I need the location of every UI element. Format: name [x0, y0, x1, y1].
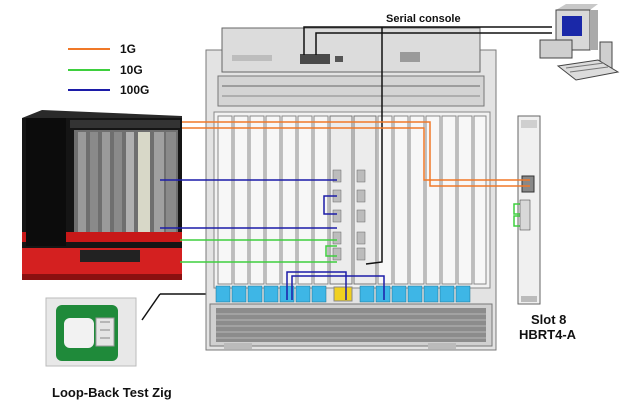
loopback-pointer-line	[141, 293, 161, 321]
slot8-10g-loop-1	[513, 203, 522, 215]
bottom-ports-row	[215, 285, 471, 303]
slot8-label: Slot 8	[531, 312, 567, 327]
legend-label-100g: 100G	[120, 83, 150, 97]
loopback-label: Loop-Back Test Zig	[52, 385, 172, 400]
line-card-slots	[217, 115, 487, 285]
slot8-10g-loop-2	[513, 215, 522, 227]
link-100g-loop	[323, 195, 337, 215]
traffic-tester-chassis	[22, 110, 182, 280]
serial-console-drop	[365, 27, 383, 265]
slot8-10g-ports	[519, 199, 531, 231]
serial-console-cable	[303, 26, 552, 55]
chassis-grille	[209, 303, 493, 349]
pc-computer-image	[539, 4, 620, 81]
legend-label-1g: 1G	[120, 42, 137, 56]
serial-console-label: Serial console	[386, 13, 461, 25]
serial-console-cable-2	[315, 32, 552, 55]
link-100g-bottom-loop	[286, 271, 347, 300]
warning-label	[333, 286, 353, 302]
slot8-card-name: HBRT4-A	[519, 327, 577, 342]
legend-label-10g: 10G	[120, 63, 143, 77]
loopback-test-zig-image	[45, 297, 137, 367]
link-1g-b	[182, 127, 530, 181]
link-10g-loop	[325, 245, 337, 257]
link-100g-bottom-loop-2	[291, 275, 385, 300]
link-1g-a	[182, 121, 530, 187]
